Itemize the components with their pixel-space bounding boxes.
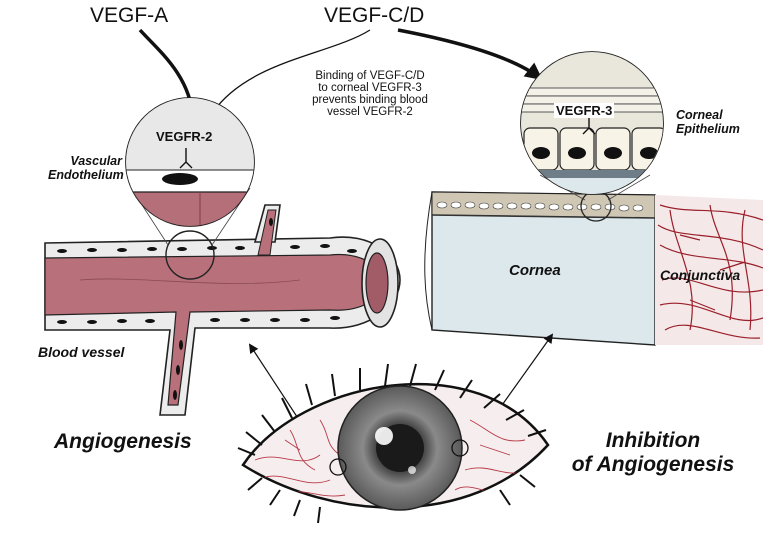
inhibition-line-1: Inhibition [548,429,758,453]
corneal-label: Corneal [676,108,740,122]
vascular-label: Vascular [48,154,122,168]
conjunctiva-label: Conjunctiva [660,267,740,283]
binding-note-line-2: to corneal VEGFR-3 [290,82,450,94]
vascular-endothelium-label: Vascular Endothelium [48,154,122,182]
binding-note-line-3: prevents binding blood [290,94,450,106]
cornea-illustration [425,175,763,345]
inhibition-line-2: of Angiogenesis [548,453,758,477]
endothelium-label: Endothelium [48,168,122,182]
binding-note: Binding of VEGF-C/D to corneal VEGFR-3 p… [290,70,450,118]
vegf-a-label: VEGF-A [90,4,168,28]
eye-illustration [238,364,548,523]
corneal-epithelium-label: Corneal Epithelium [676,108,740,136]
epithelium-label: Epithelium [676,122,740,136]
binding-note-line-4: vessel VEGFR-2 [290,106,450,118]
cornea-label: Cornea [509,262,561,279]
vegfr2-label: VEGFR-2 [156,129,212,144]
inhibition-label: Inhibition of Angiogenesis [548,429,758,477]
binding-note-line-1: Binding of VEGF-C/D [290,70,450,82]
vegfr2-magnified-view [120,98,260,232]
blood-vessel-illustration [45,188,400,415]
blood-vessel-label: Blood vessel [38,344,124,360]
angiogenesis-label: Angiogenesis [54,430,192,454]
vegfr3-magnified-view [520,52,666,200]
vegfr3-label: VEGFR-3 [554,103,614,118]
vegf-cd-label: VEGF-C/D [324,4,424,28]
